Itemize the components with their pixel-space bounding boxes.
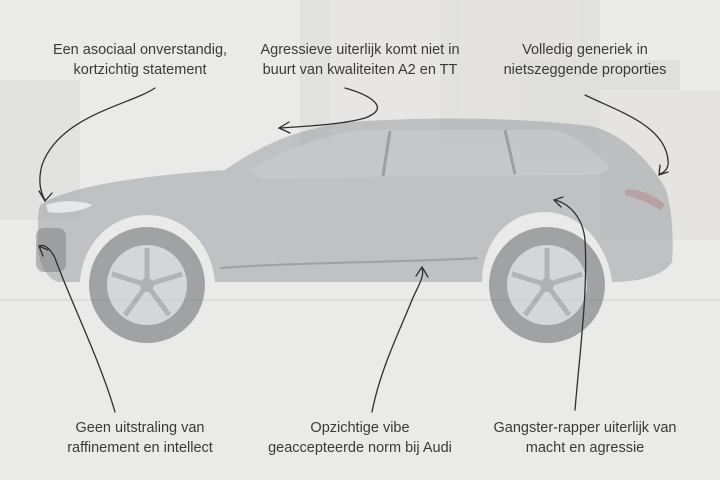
- arrow-top-center: [279, 87, 379, 129]
- annotation-arrows: [37, 87, 669, 413]
- annotation-top-center-line2: buurt van kwaliteiten A2 en TT: [262, 62, 458, 78]
- arrow-bottom-left: [39, 244, 116, 413]
- arrowhead-top-right: [658, 164, 669, 176]
- annotation-top-center: Agressieve uiterlijk komt niet in buurt …: [240, 40, 480, 80]
- annotation-bottom-right-line1: Gangster-rapper uiterlijk van: [493, 420, 677, 436]
- annotation-bottom-center-line2: geaccepteerde norm bij Audi: [268, 440, 452, 456]
- annotation-bottom-right-line2: macht en agressie: [525, 440, 645, 456]
- annotation-bottom-left-line2: raffinement en intellect: [67, 440, 213, 456]
- car: [36, 118, 673, 282]
- arrowhead-bottom-center: [415, 265, 429, 278]
- arrow-top-left: [39, 87, 156, 201]
- arrow-top-right: [584, 94, 669, 175]
- annotation-bottom-left: Geen uitstraling van raffinement en inte…: [20, 418, 260, 458]
- arrowhead-bottom-left: [37, 244, 49, 257]
- annotation-bottom-center-line1: Opzichtige vibe: [310, 420, 410, 436]
- arrowhead-top-center: [277, 121, 291, 134]
- annotation-bottom-center: Opzichtige vibe geaccepteerde norm bij A…: [240, 418, 480, 458]
- rear-wheel: [489, 227, 605, 343]
- annotation-bottom-right: Gangster-rapper uiterlijk van macht en a…: [465, 418, 705, 458]
- annotation-top-left-line2: kortzichtig statement: [73, 62, 207, 78]
- annotation-top-left: Een asociaal onverstandig, kortzichtig s…: [20, 40, 260, 80]
- annotation-top-center-line1: Agressieve uiterlijk komt niet in: [260, 42, 460, 58]
- annotation-top-right-line2: nietszeggende proporties: [503, 62, 667, 78]
- annotation-top-right: Volledig generiek in nietszeggende propo…: [465, 40, 705, 80]
- arrow-bottom-right: [554, 199, 587, 411]
- arrowhead-bottom-right: [552, 196, 564, 208]
- car-windows: [250, 130, 610, 178]
- annotation-bottom-left-line1: Geen uitstraling van: [75, 420, 205, 436]
- arrowhead-top-left: [38, 190, 53, 203]
- front-wheel: [89, 227, 205, 343]
- annotation-top-right-line1: Volledig generiek in: [522, 42, 648, 58]
- annotation-top-left-line1: Een asociaal onverstandig,: [52, 42, 228, 58]
- arrow-bottom-center: [371, 267, 424, 413]
